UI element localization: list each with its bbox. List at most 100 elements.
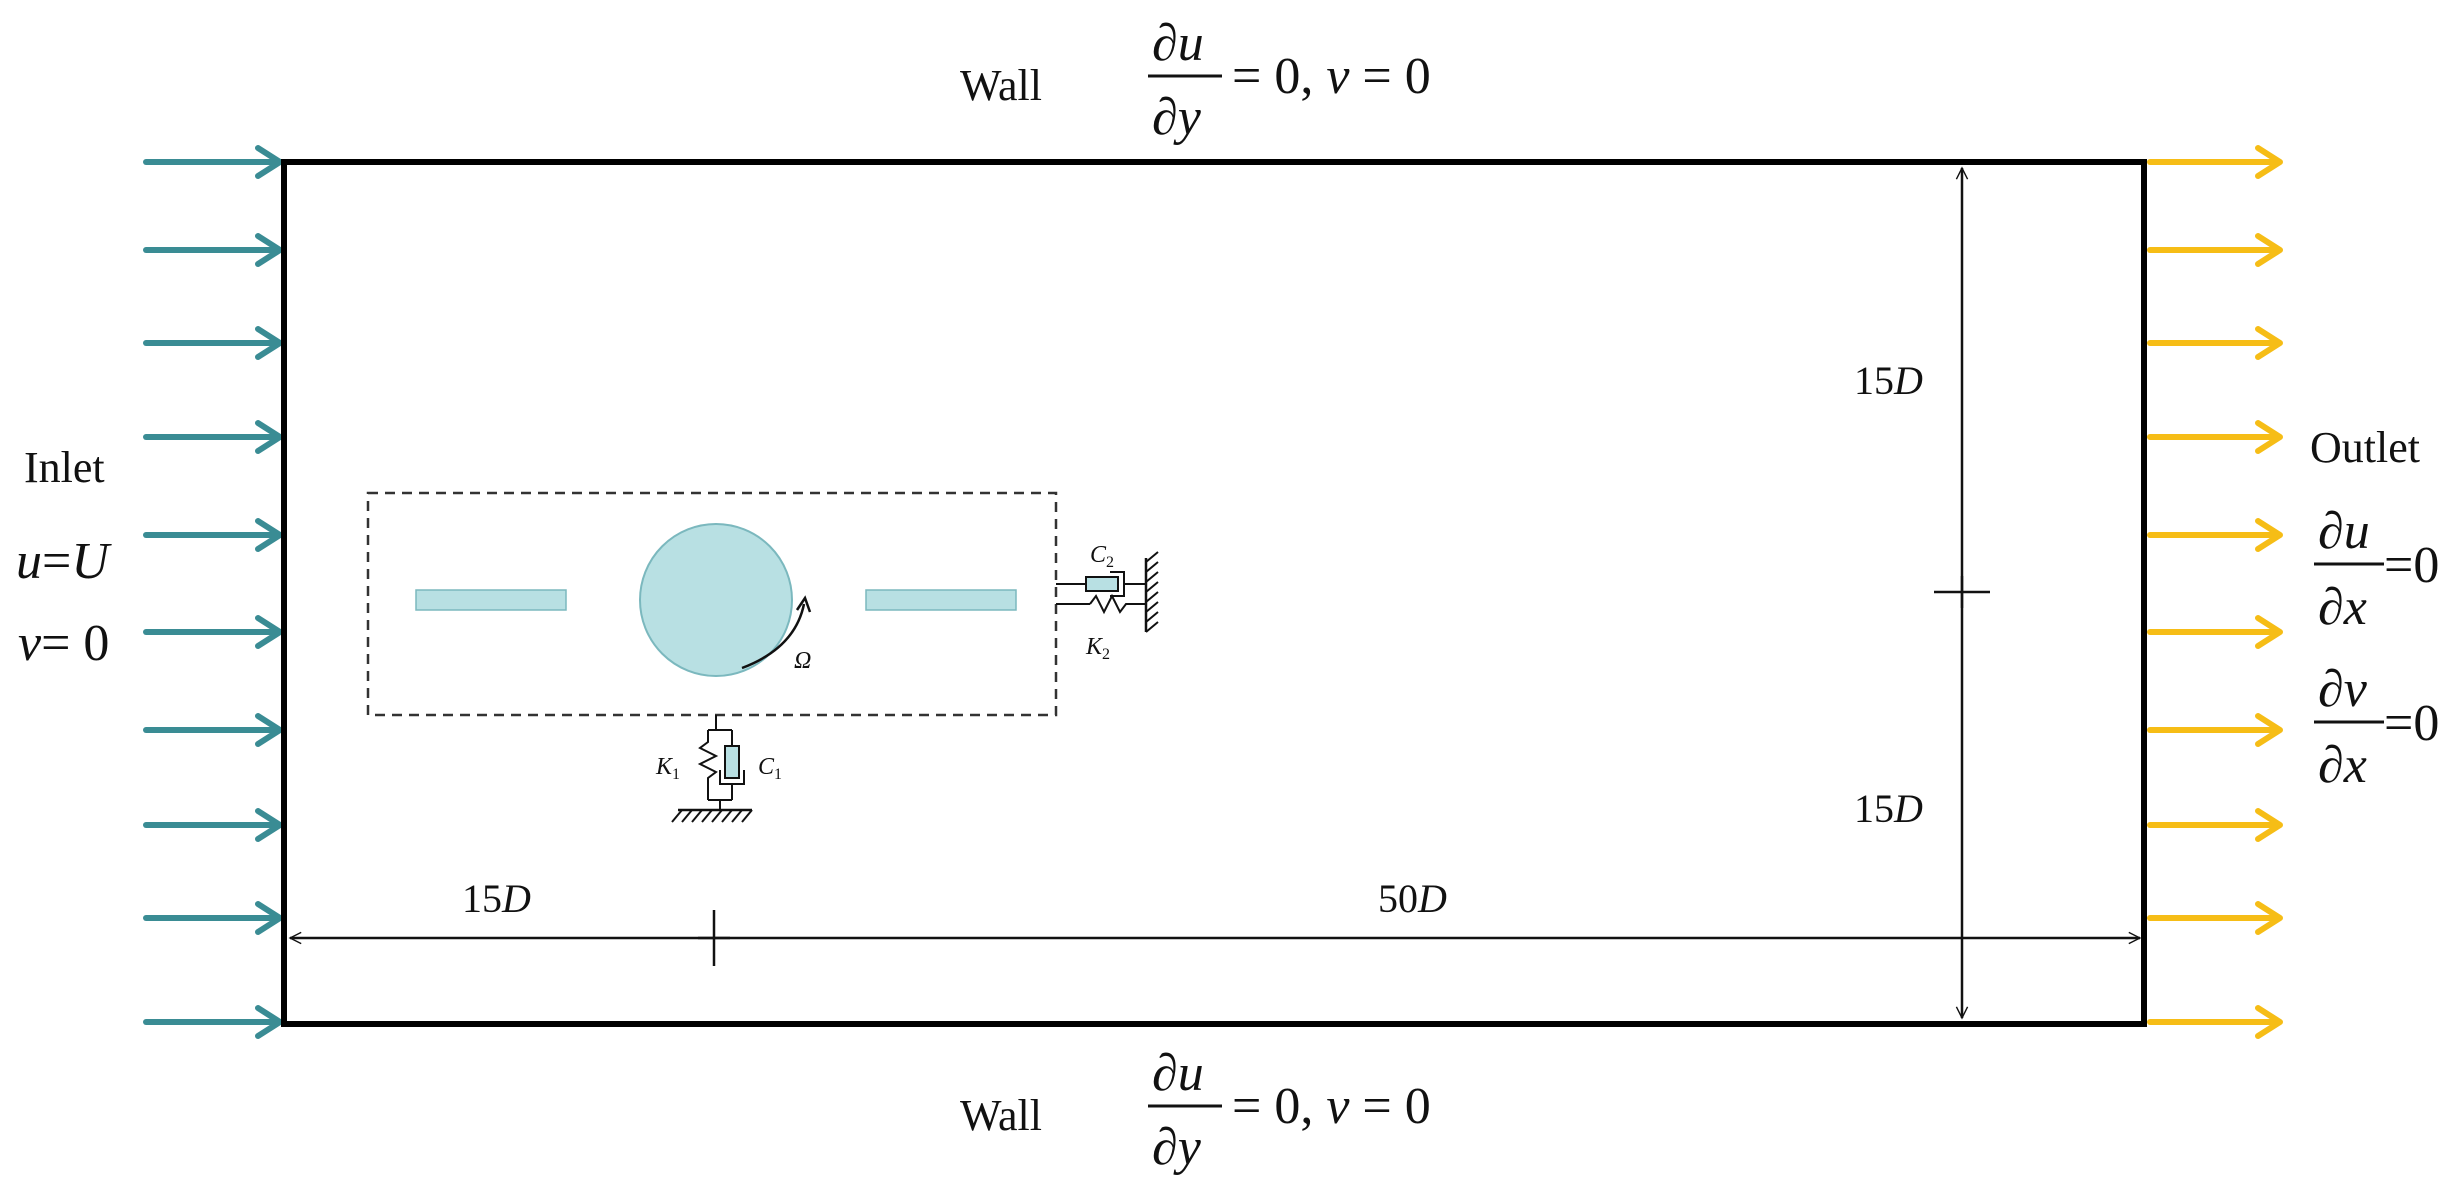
wall-bottom-label: Wall xyxy=(960,1091,1042,1140)
hatch-line xyxy=(671,809,683,823)
circular-cylinder xyxy=(639,523,793,677)
inlet-v-bc: v= 0 xyxy=(18,615,109,672)
hatch-line xyxy=(1145,551,1159,563)
ground-bottom-hatch xyxy=(671,809,753,823)
outlet-arrow xyxy=(2147,326,2283,360)
inlet-arrow xyxy=(143,145,283,179)
inlet-arrow xyxy=(143,901,283,935)
k2-label: K2 xyxy=(1085,634,1110,663)
inlet-u-eq: = xyxy=(42,533,71,590)
hatch-line xyxy=(1145,621,1159,633)
hatch-line xyxy=(1145,611,1159,623)
upstream-splitter-plate xyxy=(415,589,567,611)
downstream-splitter-plate xyxy=(865,589,1017,611)
omega-label: Ω xyxy=(794,648,811,674)
dim-upstream-unit: D xyxy=(501,876,531,921)
hatch-line xyxy=(1145,561,1159,573)
c2-label: C2 xyxy=(1090,542,1114,571)
k1-subscript: 1 xyxy=(672,766,680,783)
k2-letter: K xyxy=(1085,634,1104,660)
c2-damper-piston xyxy=(1085,576,1119,592)
transverse-spring-damper: K1 C1 xyxy=(655,715,782,823)
hatch-line xyxy=(1145,601,1159,613)
wall-bottom-bc-rest: = 0, v = 0 xyxy=(1232,1078,1431,1135)
rotation-arrowhead xyxy=(795,595,812,613)
dim-height-top-num: 15 xyxy=(1854,358,1894,403)
outlet-dv-dx-bc: ∂v ∂x =0 xyxy=(2314,661,2439,794)
c1-damper-piston xyxy=(724,745,740,779)
dim-downstream-label: 50D xyxy=(1378,876,1447,921)
dim-downstream-unit: D xyxy=(1417,876,1447,921)
k2-spring xyxy=(1089,593,1146,615)
outlet-arrow xyxy=(2147,420,2283,454)
wall-top-dudy-numerator: ∂u xyxy=(1152,15,1204,72)
dim-height-bottom-num: 15 xyxy=(1854,786,1894,831)
streamwise-spring-damper: C2 K2 xyxy=(1056,542,1159,663)
outlet-dv-equals: =0 xyxy=(2384,695,2439,752)
outlet-du-dx-bc: ∂u ∂x =0 xyxy=(2314,503,2439,636)
dim-height-top-unit: D xyxy=(1893,358,1923,403)
domain-boundary xyxy=(281,159,2147,1027)
vertical-dimension: 15D 15D xyxy=(1854,168,1990,1018)
outlet-label: Outlet xyxy=(2310,423,2420,472)
hatch-line xyxy=(681,809,693,823)
inlet-arrow xyxy=(143,326,283,360)
inlet-u-var: u xyxy=(16,533,42,590)
k1-letter: K xyxy=(655,754,674,780)
rotation-arrow xyxy=(741,603,806,670)
wall-top-bc-rest: = 0, v = 0 xyxy=(1232,48,1431,105)
inlet-u-val: U xyxy=(71,533,112,590)
dim-height-bottom-label: 15D xyxy=(1854,786,1923,831)
inlet-u-bc: u=U xyxy=(16,533,112,590)
outlet-du-denominator: ∂x xyxy=(2318,579,2367,636)
wall-top-bc-var: v xyxy=(1326,48,1350,105)
outlet-dv-denominator: ∂x xyxy=(2318,737,2367,794)
ground-right-hatch xyxy=(1145,551,1159,633)
outlet-dv-numerator: ∂v xyxy=(2318,661,2368,718)
outlet-arrow xyxy=(2147,713,2283,747)
body-assembly: Ω xyxy=(366,491,1058,717)
c2-subscript: 2 xyxy=(1106,554,1114,571)
hatch-line xyxy=(1145,571,1159,583)
inlet-arrow xyxy=(143,518,283,552)
dim-upstream-num: 15 xyxy=(462,876,502,921)
inlet-arrow xyxy=(143,615,283,649)
k1-spring xyxy=(697,730,719,792)
hatch-line xyxy=(701,809,713,823)
outlet-arrow xyxy=(2147,615,2283,649)
wall-top-dudy-denominator: ∂y xyxy=(1152,89,1202,146)
hatch-line xyxy=(731,809,743,823)
dim-height-bottom-unit: D xyxy=(1893,786,1923,831)
c1-label: C1 xyxy=(758,754,782,783)
wall-top-bc-prefix: = 0, xyxy=(1232,48,1326,105)
wall-bottom-dudy-numerator: ∂u xyxy=(1152,1045,1204,1102)
wall-top-bc: ∂u ∂y = 0, v = 0 xyxy=(1148,15,1431,146)
hatch-line xyxy=(721,809,733,823)
inlet-arrow xyxy=(143,233,283,267)
hatch-line xyxy=(1145,591,1159,603)
wall-bottom-bc-var: v xyxy=(1326,1078,1350,1135)
k2-subscript: 2 xyxy=(1102,646,1110,663)
hatch-line xyxy=(741,809,753,823)
inlet-arrow xyxy=(143,808,283,842)
wall-bottom-bc-suffix: = 0 xyxy=(1349,1078,1430,1135)
hatch-line xyxy=(711,809,723,823)
outlet-du-numerator: ∂u xyxy=(2318,503,2370,560)
outlet-arrow xyxy=(2147,808,2283,842)
dim-downstream-num: 50 xyxy=(1378,876,1418,921)
k1-label: K1 xyxy=(655,754,680,783)
c2-letter: C xyxy=(1090,542,1107,568)
inlet-v-var: v xyxy=(18,615,42,672)
wall-top-bc-suffix: = 0 xyxy=(1349,48,1430,105)
inlet-label: Inlet xyxy=(24,443,105,492)
dim-height-top-label: 15D xyxy=(1854,358,1923,403)
outlet-arrows xyxy=(2147,145,2283,1039)
inlet-v-eq: = 0 xyxy=(41,615,109,672)
c1-letter: C xyxy=(758,754,775,780)
wall-bottom-bc-prefix: = 0, xyxy=(1232,1078,1326,1135)
hatch-line xyxy=(1145,581,1159,593)
inlet-arrow xyxy=(143,420,283,454)
outlet-du-equals: =0 xyxy=(2384,537,2439,594)
c1-subscript: 1 xyxy=(774,766,782,783)
